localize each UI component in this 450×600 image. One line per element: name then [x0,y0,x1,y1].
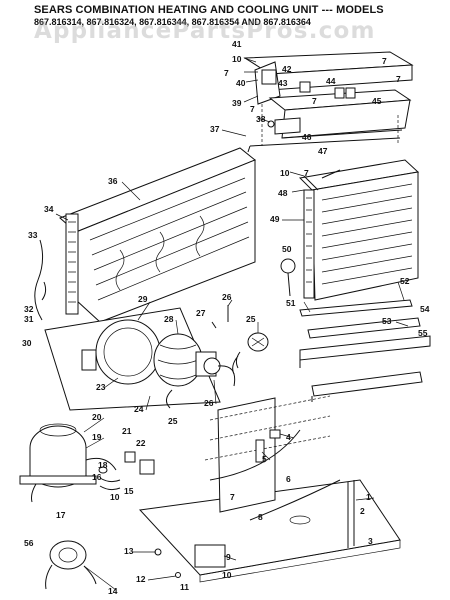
label-38: 36 [108,176,118,186]
label-b5: 56 [24,538,34,548]
label-15: 15 [124,486,134,496]
label-7b: 7 [396,74,401,84]
tubing [34,169,341,321]
evaporator-coil [59,147,256,323]
label-1: 1 [366,492,371,502]
label-52: 50 [282,244,292,254]
label-8: 8 [258,512,263,522]
drain-pump [45,540,97,590]
label-6: 6 [286,474,291,484]
label-10b: 10 [280,168,290,178]
label-26: 26 [204,398,214,408]
part-labels: 41 10 7 40 39 42 43 44 7 7 7 45 38 7 46 … [22,39,430,596]
label-24: 24 [134,404,144,414]
leader-lines [55,57,409,591]
label-19: 19 [92,432,102,442]
label-21: 21 [122,426,132,436]
label-7g: 7 [230,492,235,502]
fan-and-motor [153,333,236,409]
label-36: 33 [28,230,38,240]
label-10c: 10 [222,570,232,580]
base-pan [138,395,401,583]
label-10a: 10 [232,54,242,64]
label-43: 41 [232,39,242,49]
control-box-assembly [243,51,414,153]
label-47: 45 [372,96,382,106]
label-17: 17 [56,510,66,520]
diagram-title: SEARS COMBINATION HEATING AND COOLING UN… [34,4,384,16]
label-5: 5 [262,454,267,464]
base-rails [299,299,431,402]
label-9: 9 [226,552,231,562]
label-7c: 7 [382,56,387,66]
watermark: AppliancePartsPros.com [34,18,376,44]
label-49: 47 [318,146,328,156]
label-54: 52 [400,276,410,286]
label-48: 46 [302,132,312,142]
label-11: 11 [180,582,189,592]
label-25: 25 [168,416,178,426]
label-41: 39 [232,98,242,108]
label-20: 20 [92,412,102,422]
label-55: 53 [382,316,392,326]
compressor [19,423,117,503]
small-parts [98,429,281,578]
diagram-subtitle: 867.816314, 867.816324, 867.816344, 867.… [34,17,311,27]
label-18: 18 [98,460,108,470]
label-34: 32 [24,304,34,314]
label-44: 42 [282,64,292,74]
label-7a: 7 [224,68,229,78]
label-28: 26 [222,292,232,302]
label-39: 37 [210,124,220,134]
label-0: 10 [110,492,120,502]
label-23: 23 [96,382,106,392]
label-45: 43 [278,78,288,88]
label-12: 12 [136,574,146,584]
label-30: 28 [164,314,174,324]
condenser-coil [298,159,420,301]
label-56: 54 [420,304,430,314]
label-51: 49 [270,214,280,224]
label-29: 27 [196,308,206,318]
label-33: 31 [24,314,34,324]
label-7d: 7 [312,96,317,106]
label-42: 40 [236,78,246,88]
label-53: 51 [286,298,296,308]
label-57: 55 [418,328,428,338]
label-14: 14 [108,586,118,596]
label-16: 16 [92,472,102,482]
label-7f: 7 [304,168,309,178]
label-32: 30 [22,338,32,348]
label-22: 22 [136,438,146,448]
label-4: 4 [286,432,291,442]
label-37: 34 [44,204,54,214]
capacitor [211,305,269,375]
label-46: 44 [326,76,336,86]
label-13: 13 [124,546,134,556]
label-50: 48 [278,188,288,198]
label-7e: 7 [250,104,255,114]
label-2: 2 [360,506,365,516]
label-27: 25 [246,314,256,324]
label-31: 29 [138,294,148,304]
label-3: 3 [368,536,373,546]
